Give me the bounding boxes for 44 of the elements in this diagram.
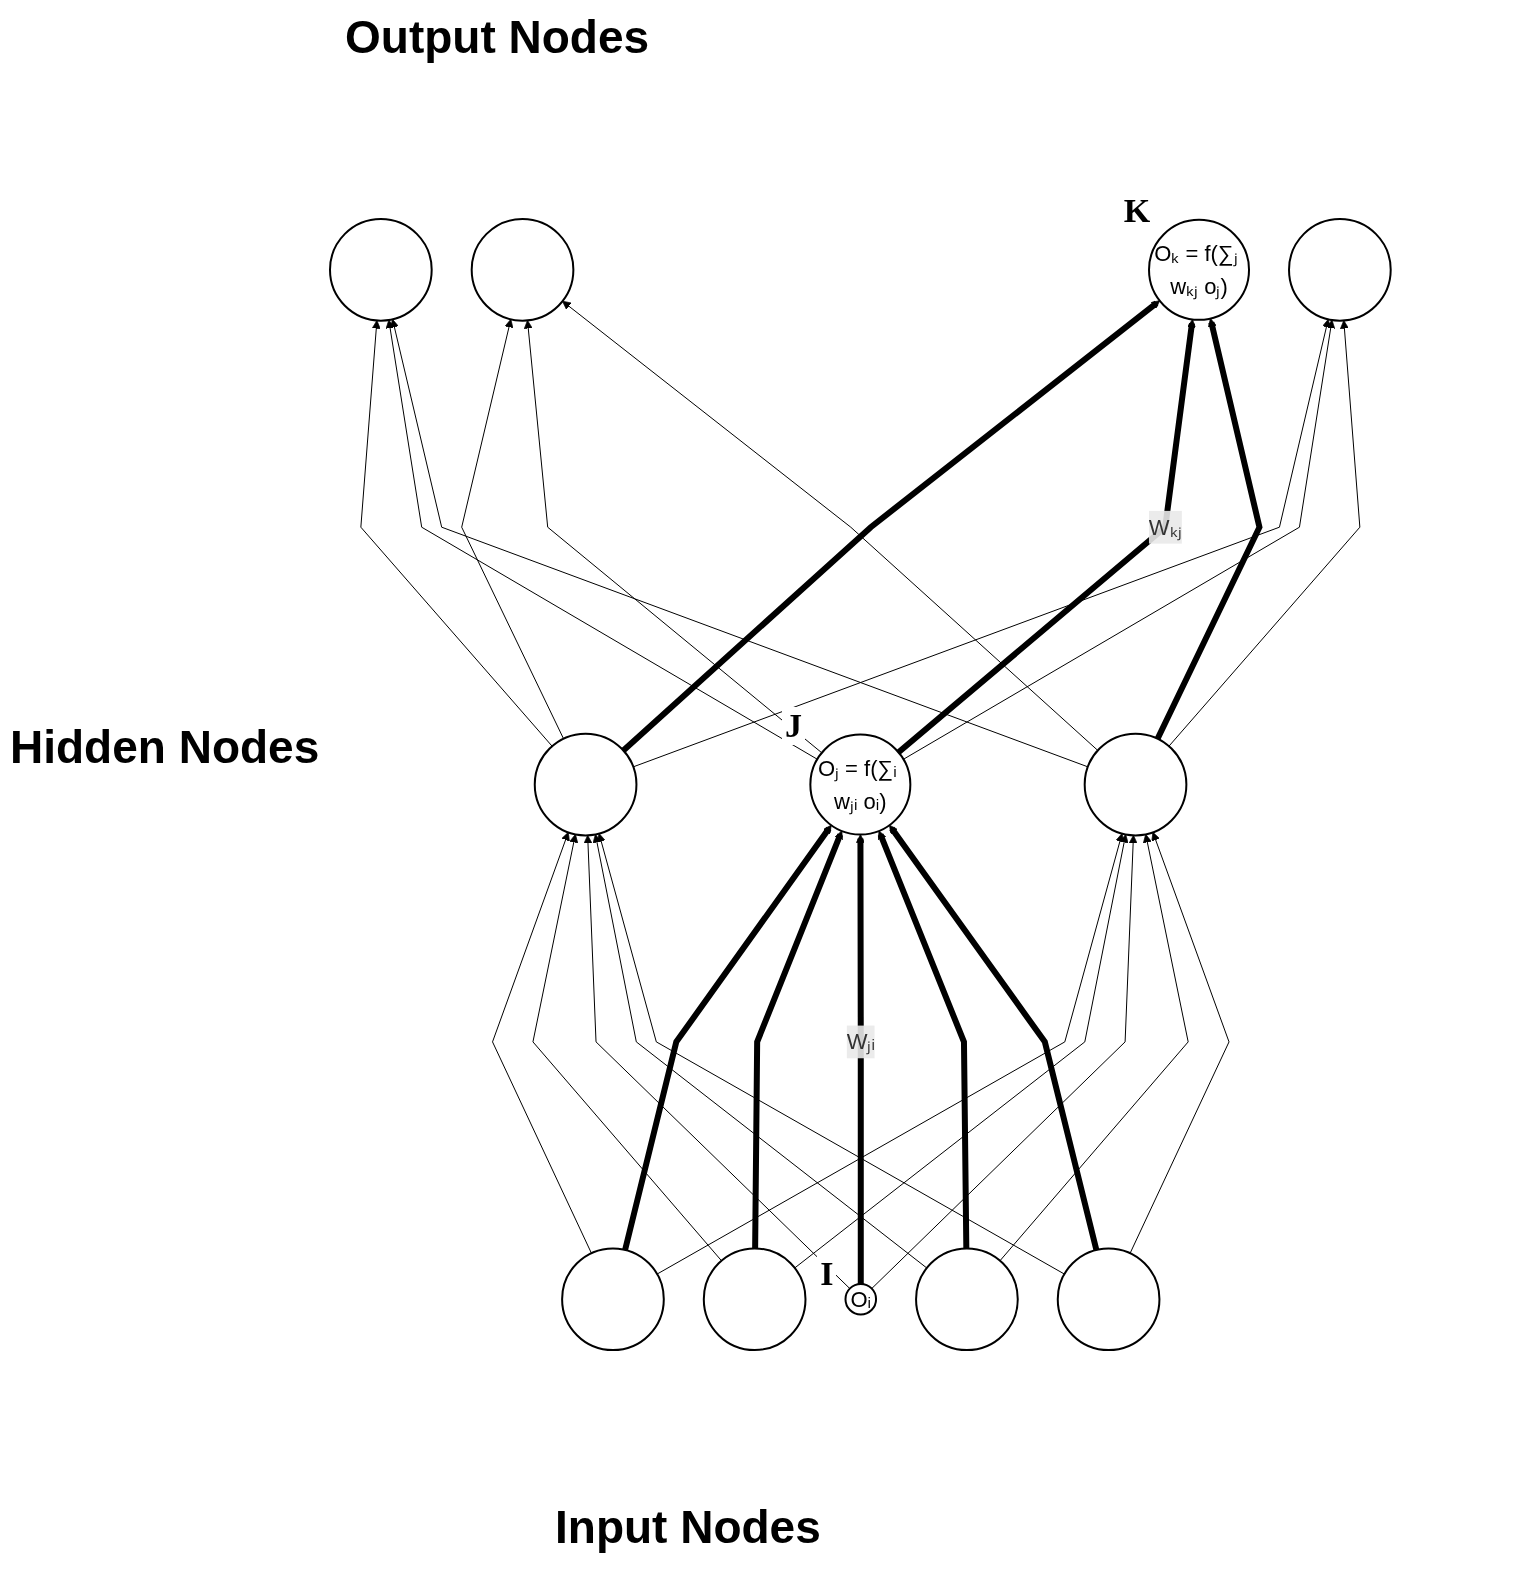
arrow (999, 834, 1189, 1262)
node-ellipse (914, 1247, 1019, 1352)
arrow (561, 301, 1098, 752)
node-ellipse (533, 733, 638, 837)
arrow (620, 300, 1160, 754)
layer-label: Output Nodes (345, 10, 650, 64)
arrow (902, 320, 1335, 761)
edge-label: Wₖⱼ (1148, 515, 1182, 541)
node-ellipse (560, 1247, 665, 1352)
arrow (632, 319, 1331, 768)
arrow (523, 320, 822, 754)
arrow (751, 831, 843, 1249)
arrow (592, 834, 927, 1269)
node-ellipse (1056, 1247, 1161, 1352)
arrow (1129, 832, 1230, 1255)
arrow (793, 834, 1129, 1269)
node-circle: Oⱼ = f(∑ᵢ wⱼᵢ oᵢ) (809, 734, 911, 836)
node-letter: J (782, 707, 805, 745)
arrow (1154, 318, 1263, 741)
arrow (596, 833, 1065, 1276)
edge-label: Wⱼᵢ (846, 1029, 875, 1055)
node-ellipse (328, 218, 433, 323)
arrow (877, 831, 969, 1249)
arrow (389, 319, 1088, 768)
arrow (583, 835, 850, 1290)
arrow (855, 834, 865, 1285)
arrow (1168, 320, 1360, 748)
arrow (385, 320, 818, 761)
node-ellipse (702, 1247, 807, 1352)
arrow (870, 835, 1138, 1290)
layer-label: Hidden Nodes (10, 720, 320, 774)
node-ellipse (1083, 733, 1187, 837)
arrow (360, 320, 553, 748)
node-ellipse (470, 218, 574, 323)
arrow (532, 834, 722, 1262)
arrow (460, 319, 564, 740)
arrow (896, 319, 1196, 756)
arrow (888, 825, 1099, 1252)
node-ellipse (1287, 218, 1392, 323)
node-circle: Oᵢ (844, 1283, 877, 1316)
arrow (656, 833, 1124, 1276)
arrow (491, 832, 592, 1255)
layer-label: Input Nodes (555, 1500, 821, 1554)
arrow (621, 825, 832, 1252)
